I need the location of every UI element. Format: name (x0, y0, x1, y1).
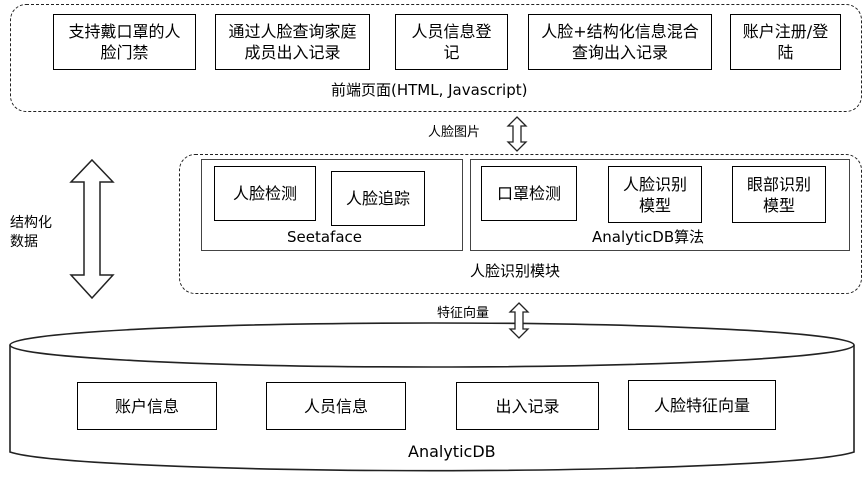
database-cylinder (9, 322, 855, 472)
frontend-item-hybrid-query[interactable]: 人脸+结构化信息混合查询出入记录 (528, 14, 712, 70)
analyticdb-algo-label: AnalyticDB算法 (592, 228, 705, 246)
feature-vector-label: 特征向量 (437, 306, 490, 321)
frontend-item-label: 支持戴口罩的人脸门禁 (68, 22, 181, 62)
seetaface-label: Seetaface (287, 228, 362, 246)
db-item-face-feature-vector[interactable]: 人脸特征向量 (628, 380, 776, 430)
db-item-account-info[interactable]: 账户信息 (77, 382, 217, 430)
structured-data-label: 结构化数据 (10, 215, 52, 250)
face-image-double-arrow (506, 116, 528, 152)
recognition-module-title: 人脸识别模块 (470, 262, 561, 280)
db-item-person-info[interactable]: 人员信息 (266, 382, 406, 430)
feature-vector-double-arrow (508, 302, 530, 339)
frontend-container (10, 4, 862, 112)
structured-data-double-arrow (69, 158, 115, 300)
frontend-item-label: 人脸+结构化信息混合查询出入记录 (541, 22, 699, 62)
frontend-item-person-register[interactable]: 人员信息登记 (395, 14, 508, 70)
db-item-label: 出入记录 (495, 396, 560, 416)
db-item-access-records[interactable]: 出入记录 (456, 382, 599, 430)
frontend-title: 前端页面(HTML, Javascript) (331, 81, 528, 99)
db-item-label: 人脸特征向量 (653, 395, 750, 415)
frontend-item-label: 账户注册/登陆 (742, 22, 829, 62)
frontend-item-label: 人员信息登记 (411, 22, 492, 62)
seetaface-group (201, 159, 463, 251)
database-label: AnalyticDB (408, 442, 496, 461)
recognition-module-container (179, 154, 862, 294)
analyticdb-face-recognition-model[interactable]: 人脸识别模型 (608, 166, 702, 223)
analyticdb-mask-detection[interactable]: 口罩检测 (481, 166, 577, 221)
frontend-item-label: 通过人脸查询家庭成员出入记录 (228, 22, 357, 62)
face-image-label: 人脸图片 (428, 125, 481, 140)
frontend-item-account-login[interactable]: 账户注册/登陆 (730, 14, 841, 70)
seetaface-item-label: 人脸检测 (232, 184, 297, 203)
analyticdb-item-label: 口罩检测 (496, 184, 561, 203)
analyticdb-algo-group (470, 159, 850, 251)
frontend-item-face-mask-access[interactable]: 支持戴口罩的人脸门禁 (53, 14, 196, 70)
db-item-label: 账户信息 (114, 396, 179, 416)
seetaface-face-detection[interactable]: 人脸检测 (214, 166, 316, 221)
analyticdb-item-label: 人脸识别模型 (622, 174, 687, 215)
seetaface-item-label: 人脸追踪 (345, 189, 410, 208)
db-item-label: 人员信息 (303, 396, 368, 416)
analyticdb-eye-recognition-model[interactable]: 眼部识别模型 (732, 166, 826, 223)
seetaface-face-tracking[interactable]: 人脸追踪 (331, 171, 425, 226)
analyticdb-item-label: 眼部识别模型 (746, 174, 811, 215)
frontend-item-family-records[interactable]: 通过人脸查询家庭成员出入记录 (215, 14, 370, 70)
